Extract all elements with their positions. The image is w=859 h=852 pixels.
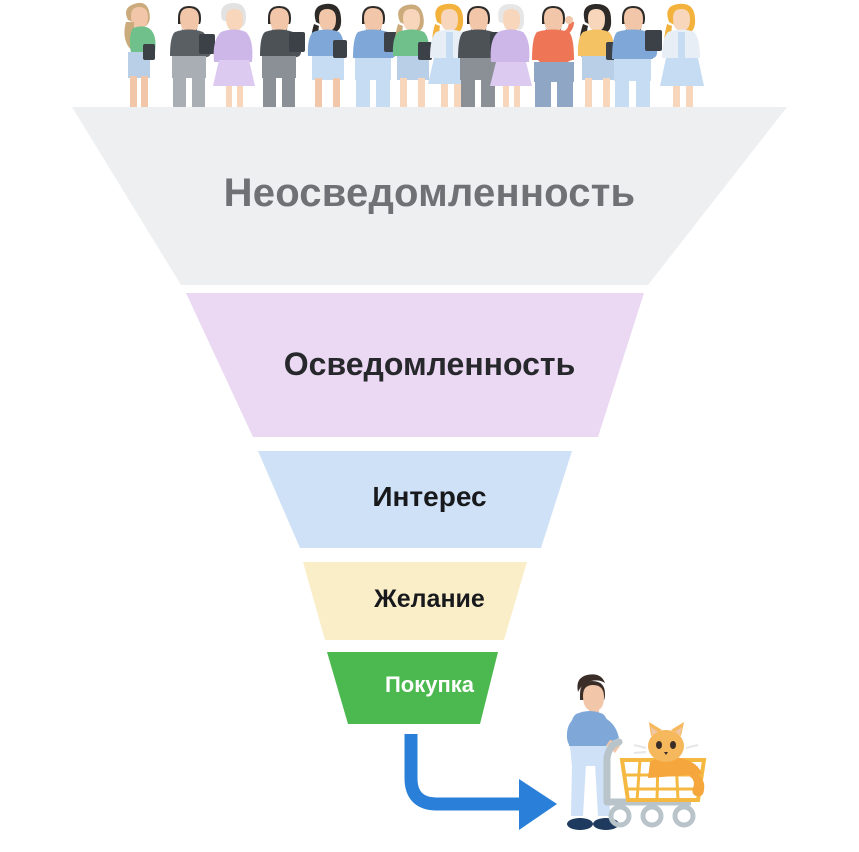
arrow-head-icon <box>519 779 557 830</box>
tablet-icon <box>199 34 215 54</box>
tablet-icon <box>645 30 662 51</box>
customer-with-shopping-cart <box>566 674 707 830</box>
crowd-person <box>611 6 662 123</box>
crowd-person <box>213 2 255 117</box>
conversion-arrow <box>404 734 557 830</box>
tablet-icon <box>333 40 347 58</box>
crowd-person <box>124 2 156 117</box>
crowd-person <box>352 6 400 122</box>
funnel-segment-unawareness[interactable] <box>72 107 787 285</box>
crowd-person <box>660 3 704 117</box>
crowd-person <box>490 4 532 117</box>
funnel-segment-awareness[interactable] <box>186 293 644 437</box>
crowd-person <box>307 3 347 117</box>
crowd-of-people <box>124 2 704 123</box>
funnel-segment-purchase[interactable] <box>327 652 498 724</box>
tablet-icon <box>418 42 432 60</box>
crowd-person <box>532 6 575 122</box>
funnel-segment-interest[interactable] <box>258 451 572 548</box>
crowd-person <box>392 4 432 117</box>
crowd-person <box>577 3 620 117</box>
tablet-icon <box>289 32 305 52</box>
tablet-icon <box>143 44 155 60</box>
crowd-person <box>169 6 215 121</box>
cat-in-cart-icon <box>633 722 705 797</box>
crowd-person <box>259 6 305 121</box>
funnel-segment-desire[interactable] <box>303 562 527 640</box>
